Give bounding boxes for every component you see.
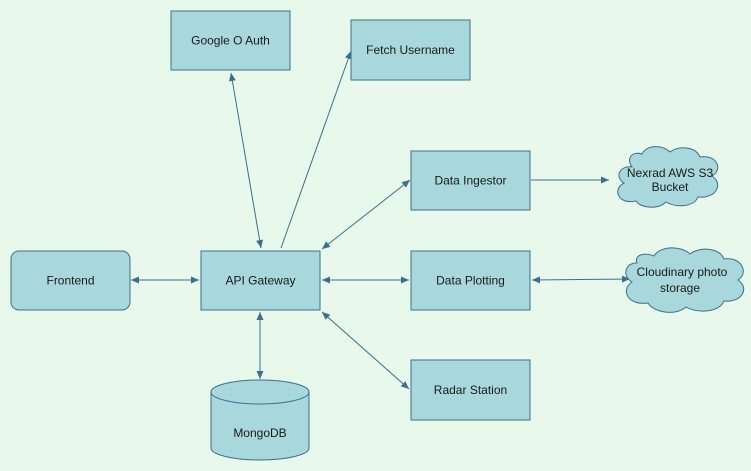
node-mongodb[interactable]: MongoDB <box>210 379 310 461</box>
node-frontend[interactable]: Frontend <box>10 250 131 311</box>
node-fetch-username[interactable]: Fetch Username <box>350 19 471 81</box>
edge-gateway-google-oauth <box>228 72 264 249</box>
node-fetch-username-box <box>350 19 471 81</box>
node-data-plotting[interactable]: Data Plotting <box>410 250 531 311</box>
edge-gateway-data-ingestor <box>321 179 411 250</box>
node-mongodb-label: MongoDB <box>233 426 286 440</box>
node-radar-station-label: Radar Station <box>434 383 507 397</box>
node-frontend-label: Frontend <box>46 274 94 288</box>
node-radar-station-box <box>410 359 531 421</box>
node-cloudinary-label-line2: storage <box>660 281 700 295</box>
node-data-ingestor-label: Data Ingestor <box>434 174 506 188</box>
node-google-oauth-box <box>170 10 291 71</box>
node-cloudinary-label-line1: Cloudinary photo <box>637 265 728 279</box>
node-data-plotting-box <box>410 250 531 311</box>
node-google-oauth[interactable]: Google O Auth <box>170 10 291 71</box>
edge-plotting-cloudinary <box>531 275 631 284</box>
cloud-shape <box>625 247 745 313</box>
node-cloudinary-storage[interactable]: Cloudinary photo storage <box>625 247 745 313</box>
node-api-gateway-box <box>200 250 321 311</box>
node-nexrad-label-line2: Bucket <box>652 180 689 194</box>
node-fetch-username-label: Fetch Username <box>366 43 455 57</box>
node-data-plotting-label: Data Plotting <box>436 274 505 288</box>
cylinder-top-rim <box>210 391 310 405</box>
node-data-ingestor-box <box>410 150 531 211</box>
node-api-gateway-label: API Gateway <box>225 274 295 288</box>
edge-gateway-radar-station <box>321 311 410 390</box>
node-frontend-box <box>10 250 131 311</box>
node-nexrad-label-line1: Nexrad AWS S3 <box>627 166 714 180</box>
node-data-ingestor[interactable]: Data Ingestor <box>410 150 531 211</box>
node-nexrad-bucket[interactable]: Nexrad AWS S3 Bucket <box>617 146 719 208</box>
node-google-oauth-label: Google O Auth <box>191 34 270 48</box>
node-radar-station[interactable]: Radar Station <box>410 359 531 421</box>
node-api-gateway[interactable]: API Gateway <box>200 250 321 311</box>
edge-gateway-fetch-username <box>280 50 352 249</box>
edges <box>131 50 631 390</box>
cylinder-body <box>210 379 310 461</box>
cloud-shape <box>617 146 719 208</box>
